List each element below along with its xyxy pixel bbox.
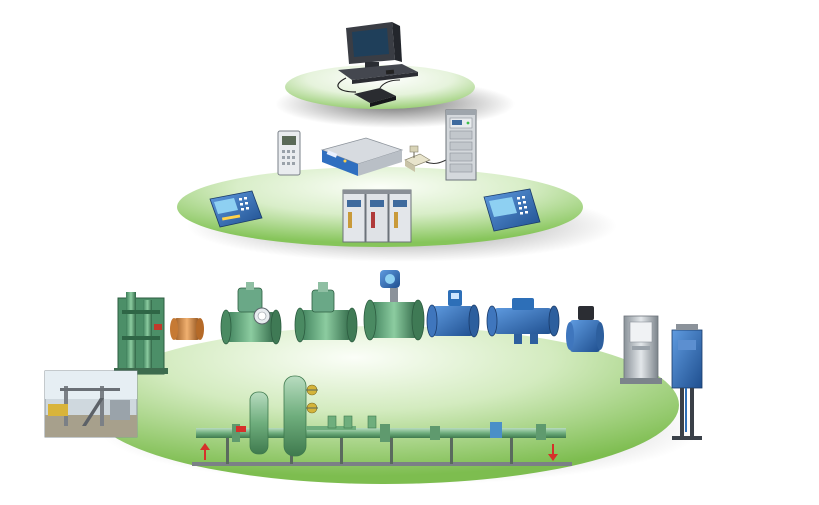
metering-skid-photo-right <box>671 324 703 440</box>
level-field <box>44 270 703 485</box>
level-station-control <box>177 109 617 262</box>
flow-computer-left <box>209 190 263 228</box>
analyzer-cabinet <box>620 315 662 384</box>
flow-computer <box>277 130 301 176</box>
filter-separator <box>114 292 168 375</box>
flow-arrow-in <box>200 443 210 460</box>
turbine-meter <box>363 270 425 341</box>
pipeline-schematic <box>192 375 572 466</box>
interface-module <box>354 79 401 107</box>
transmitter <box>380 270 400 288</box>
workstation-computer <box>337 22 418 93</box>
level-control-room <box>275 22 515 128</box>
rotary-meter <box>486 298 560 344</box>
server-rack <box>445 109 477 181</box>
top-disc <box>285 65 475 109</box>
control-panel-unit <box>320 137 404 176</box>
gas-chromatograph <box>566 306 604 352</box>
ultrasonic-meter <box>426 290 480 338</box>
metering-skid-photo <box>44 370 138 438</box>
bottom-disc <box>89 326 679 484</box>
ball-valve <box>294 282 358 343</box>
serial-adapter <box>404 145 447 172</box>
flow-computer-right <box>483 188 541 232</box>
flow-conditioner <box>170 318 204 340</box>
control-valve <box>220 282 282 345</box>
cabinet-bank <box>342 189 412 243</box>
flow-arrow-out <box>548 444 558 461</box>
